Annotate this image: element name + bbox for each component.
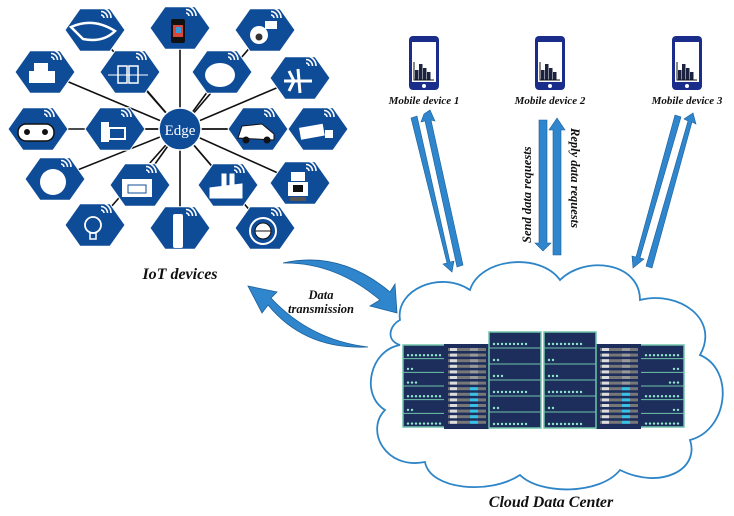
hexagon-tile <box>64 8 126 52</box>
iot-device-multi-device[interactable] <box>99 49 161 94</box>
iot-device-robot[interactable] <box>269 160 331 205</box>
iot-device-game-controller[interactable] <box>7 106 69 151</box>
data-transmission-label-2: transmission <box>288 302 354 316</box>
edge-hub[interactable]: Edge <box>158 107 202 151</box>
iot-device-smart-glasses[interactable] <box>64 7 126 52</box>
phone-chart-icon <box>535 36 565 90</box>
blade-server <box>596 344 641 429</box>
iot-device-disc[interactable] <box>24 156 86 201</box>
phone-chart-icon <box>409 36 439 90</box>
reply-requests-label: Reply data requests <box>568 127 582 228</box>
brain-icon <box>205 63 235 87</box>
iot-device-grid <box>7 5 349 250</box>
iot-device-light-bulb[interactable] <box>64 202 126 247</box>
iot-device-brain[interactable] <box>191 49 253 94</box>
mobile-1-arrows <box>410 109 464 273</box>
blade-server <box>444 344 489 429</box>
computer-icon <box>101 122 126 142</box>
iot-device-sensor[interactable] <box>149 205 211 250</box>
mobile-device-label: Mobile device 2 <box>514 95 586 107</box>
mobile-device-1[interactable]: Mobile device 1 <box>388 36 460 107</box>
iot-device-globe-network[interactable] <box>234 205 296 250</box>
mobile-devices: Mobile device 1 Mobile device 2 Mobile dev… <box>388 36 723 107</box>
mobile-3-arrows <box>631 112 697 269</box>
iot-device-truck[interactable] <box>287 106 349 151</box>
watch-icon <box>171 19 185 43</box>
iot-device-security-camera[interactable] <box>234 7 296 52</box>
robot-icon <box>288 172 308 201</box>
data-transmission-arrows <box>247 259 398 348</box>
hexagon-tile <box>64 203 126 247</box>
car-icon <box>237 123 275 144</box>
factory-icon <box>209 173 243 199</box>
phone-chart-icon <box>672 36 702 90</box>
mobile-2-arrows <box>534 117 566 256</box>
mobile-device-2[interactable]: Mobile device 2 <box>514 36 586 107</box>
iot-device-factory[interactable] <box>197 162 259 207</box>
iot-device-printer[interactable] <box>14 49 76 94</box>
glasses-icon <box>68 21 117 42</box>
data-center-servers <box>402 331 685 429</box>
iot-device-warehouse[interactable] <box>109 162 171 207</box>
cloud-data-center-title: Cloud Data Center <box>489 494 614 511</box>
mobile-device-3[interactable]: Mobile device 3 <box>651 36 723 107</box>
camera-icon <box>250 21 277 44</box>
mobile-device-label: Mobile device 3 <box>651 95 723 107</box>
globe-icon <box>249 217 277 245</box>
airplane-icon <box>284 68 312 94</box>
sensor-icon <box>173 214 183 248</box>
iot-device-car[interactable] <box>227 106 289 151</box>
mobile-device-label: Mobile device 1 <box>388 95 460 107</box>
devices-icon <box>108 65 148 84</box>
data-transmission-label-1: Data <box>308 288 334 302</box>
bulb-icon <box>84 216 102 240</box>
gamepad-icon <box>17 123 55 142</box>
hexagon-tile <box>99 50 161 94</box>
hexagon-tile <box>197 163 259 207</box>
iot-devices-title: IoT devices <box>141 266 217 283</box>
printer-icon <box>29 63 55 83</box>
send-requests-label: Send data requests <box>520 146 534 243</box>
iot-device-smart-watch[interactable] <box>149 5 211 50</box>
truck-icon <box>299 123 333 140</box>
disc-icon <box>40 169 66 195</box>
iot-device-airplane[interactable] <box>269 55 331 100</box>
iot-device-computer[interactable] <box>84 106 146 151</box>
edge-label: Edge <box>165 123 196 139</box>
warehouse-icon <box>122 179 152 197</box>
